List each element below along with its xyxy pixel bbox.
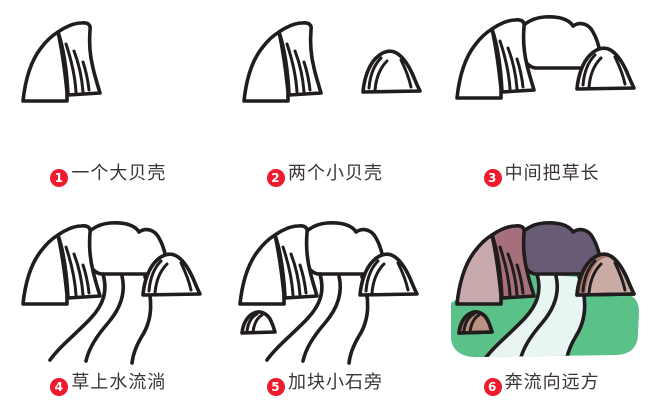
step-3-drawing-shells-and-mound: [454, 15, 636, 100]
step-2-number-badge: 2: [266, 169, 285, 187]
step-1-drawing-big-shell: [21, 21, 103, 103]
step-5-caption-text: 加块小石旁: [287, 372, 383, 393]
step-6-caption-text: 奔流向远方: [504, 372, 600, 393]
step-3-caption-text: 中间把草长: [504, 163, 600, 184]
step-4-caption-text: 草上水流淌: [71, 372, 167, 393]
step-6-drawing-colored-scene: [450, 221, 639, 358]
step-3-number-badge: 3: [483, 169, 502, 187]
step-6-number-badge: 6: [483, 378, 502, 396]
step-1-number-badge: 1: [50, 169, 69, 187]
step-2-drawing-two-shells: [242, 21, 422, 103]
step-1-caption-text: 一个大贝壳: [71, 163, 167, 184]
step-2-caption-text: 两个小贝壳: [287, 163, 383, 184]
step-5-number-badge: 5: [266, 378, 285, 396]
step-4-drawing-stream: [21, 221, 203, 365]
step-4-number-badge: 4: [50, 378, 69, 396]
step-5-drawing-stream-and-stone: [238, 221, 419, 365]
